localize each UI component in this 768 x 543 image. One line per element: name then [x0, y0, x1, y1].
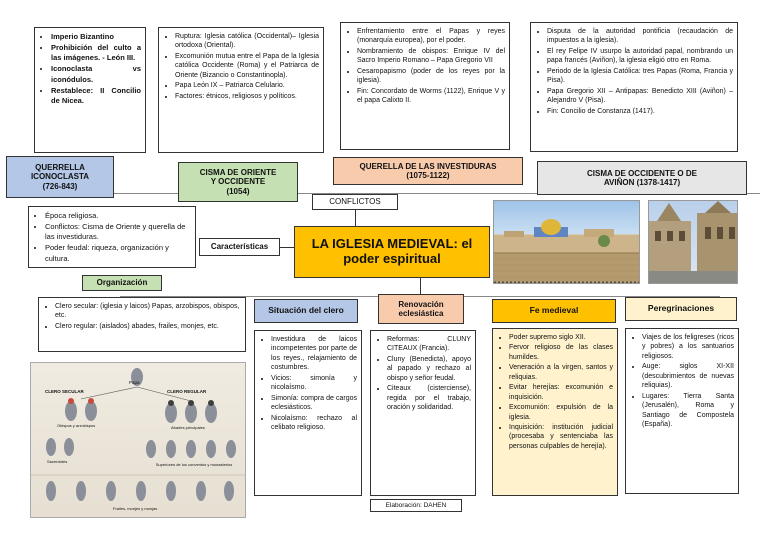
header-line: Renovación	[398, 300, 443, 309]
header-line: AVIÑON (1378-1417)	[604, 178, 680, 187]
header-line: Y OCCIDENTE	[211, 177, 266, 186]
header-line: CISMA DE OCCIDENTE O DE	[587, 169, 697, 178]
list-item: Fin: Concilio de Constanza (1417).	[547, 107, 733, 116]
header-cisma-avinon: CISMA DE OCCIDENTE O DE AVIÑON (1378-141…	[537, 161, 747, 195]
header-line: eclesiástica	[399, 309, 444, 318]
list-item: Disputa de la autoridad pontificia (reca…	[547, 27, 733, 46]
list-item: Nicolaísmo: rechazo al celibato religios…	[271, 414, 357, 433]
list-item: Lugares: Tierra Santa (Jerusalén), Roma …	[642, 392, 734, 430]
header-cisma-oriente: CISMA DE ORIENTE Y OCCIDENTE (1054)	[178, 162, 298, 202]
peregrinaciones-label: Peregrinaciones	[625, 297, 737, 321]
list-item: Época religiosa.	[45, 211, 191, 221]
cathedral-photo	[648, 200, 738, 284]
list-item: El rey Felipe IV usurpo la autoridad pap…	[547, 47, 733, 66]
list-item: Evitar herejías: excomunión e inquisició…	[509, 383, 613, 402]
header-querella-iconoclasta: QUERRELLA ICONOCLASTA (726-843)	[6, 156, 114, 198]
list-item: Ruptura: Iglesia católica (Occidental)– …	[175, 32, 319, 51]
list-item: Imperio Bizantino	[51, 32, 141, 42]
header-line: (1054)	[226, 187, 249, 196]
iconoclasta-details: Imperio Bizantino Prohibición del culto …	[34, 27, 146, 153]
organizacion-label: Organización	[82, 275, 162, 291]
renovacion-label: Renovación eclesiástica	[378, 294, 464, 324]
list-item: Excomunión mutua entre el Papa de la Igl…	[175, 52, 319, 80]
list-item: Conflictos: Cisma de Oriente y querella …	[45, 222, 191, 242]
title-line: poder espiritual	[343, 252, 441, 267]
list-item: Auge: siglos XI-XII (descubrimientos de …	[642, 362, 734, 390]
renovacion-details: Reformas: CLUNY CITEAUX (Francia). Cluny…	[370, 330, 476, 496]
jerusalem-photo	[493, 200, 640, 284]
list-item: Papa Gregorio XII – Antipapas: Benedicto…	[547, 87, 733, 106]
illustration-label-obispos: Obispos y arzobispos	[57, 423, 95, 428]
avinon-details: Disputa de la autoridad pontificia (reca…	[530, 22, 738, 152]
conflictos-label: CONFLICTOS	[312, 194, 398, 210]
list-item: Prohibición del culto a las imágenes. - …	[51, 43, 141, 63]
list-item: Reformas: CLUNY CITEAUX (Francia).	[387, 335, 471, 354]
list-item: Clero secular: (iglesia y laicos) Papas,…	[55, 302, 241, 321]
list-item: Fervor religioso de las clases humildes.	[509, 343, 613, 362]
page-title: LA IGLESIA MEDIEVAL: el poder espiritual	[294, 226, 490, 278]
header-line: QUERRELLA	[35, 163, 85, 172]
list-item: Clero regular: (aislados) abades, fraile…	[55, 322, 241, 331]
list-item: Fin: Concordato de Worms (1122), Enrique…	[357, 87, 505, 106]
header-line: ICONOCLASTA	[31, 172, 89, 181]
list-item: Factores: étnicos, religiosos y político…	[175, 92, 319, 101]
list-item: Inquisición: institución judicial (proce…	[509, 423, 613, 451]
list-item: Enfrentamiento entre el Papas y reyes (m…	[357, 27, 505, 46]
illustration-label-papa: Papa	[129, 380, 140, 385]
header-line: (726-843)	[43, 182, 78, 191]
illustration-label-abades: Abades principales	[171, 425, 205, 430]
illustration-label-superiores: Superiores de los conventos y monasterio…	[149, 462, 239, 467]
list-item: Poder feudal: riqueza, organización y cu…	[45, 243, 191, 263]
clergy-hierarchy-illustration: Papa CLERO SECULAR CLERO REGULAR Obispos…	[30, 362, 246, 518]
list-item: Nombramiento de obispos: Enrique IV del …	[357, 47, 505, 66]
peregrinaciones-details: Viajes de los feligreses (ricos y pobres…	[625, 328, 739, 494]
footer-credit: Elaboración: DAHEN	[370, 499, 462, 512]
illustration-label-clero-regular: CLERO REGULAR	[167, 389, 206, 394]
header-querella-investiduras: QUERELLA DE LAS INVESTIDURAS (1075-1122)	[333, 157, 523, 185]
list-item: Restablece: II Concilio de Nicea.	[51, 86, 141, 106]
header-line: (1075-1122)	[406, 171, 449, 180]
situacion-clero-label: Situación del clero	[254, 299, 358, 323]
caracteristicas-details: Época religiosa. Conflictos: Cisma de Or…	[28, 206, 196, 268]
situacion-clero-details: Investidura de laicos incompetentes por …	[254, 330, 362, 496]
list-item: Periodo de la Iglesia Católica: tres Pap…	[547, 67, 733, 86]
title-line: LA IGLESIA MEDIEVAL: el	[312, 237, 473, 252]
header-line: QUERELLA DE LAS INVESTIDURAS	[359, 162, 496, 171]
list-item: Excomunión: expulsión de la iglesia.	[509, 403, 613, 422]
illustration-label-frailes: Frailes, monjes y monjas	[113, 506, 157, 511]
list-item: Citeaux (cisterciense), regida por el tr…	[387, 384, 471, 412]
illustration-label-sacerdotes: Sacerdotes	[47, 459, 67, 464]
list-item: Simonía: compra de cargos eclesiásticos.	[271, 394, 357, 413]
investiduras-details: Enfrentamiento entre el Papas y reyes (m…	[340, 22, 510, 150]
illustration-label-clero-secular: CLERO SECULAR	[45, 389, 84, 394]
list-item: Cluny (Benedicta), apoyo al papado y rec…	[387, 355, 471, 383]
list-item: Veneración a la virgen, santos y reliqui…	[509, 363, 613, 382]
header-line: CISMA DE ORIENTE	[200, 168, 277, 177]
fe-medieval-label: Fe medieval	[492, 299, 616, 323]
list-item: Cesaropapismo (poder de los reyes por la…	[357, 67, 505, 86]
organizacion-details: Clero secular: (iglesia y laicos) Papas,…	[38, 297, 246, 352]
list-item: Papa León IX – Patriarca Celulario.	[175, 81, 319, 90]
list-item: Investidura de laicos incompetentes por …	[271, 335, 357, 373]
list-item: Poder supremo siglo XII.	[509, 333, 613, 342]
caracteristicas-label: Características	[199, 238, 280, 256]
connector	[420, 276, 421, 296]
fe-medieval-details: Poder supremo siglo XII. Fervor religios…	[492, 328, 618, 496]
list-item: Vicios: simonía y nicolaísmo.	[271, 374, 357, 393]
list-item: Viajes de los feligreses (ricos y pobres…	[642, 333, 734, 361]
cisma-oriente-details: Ruptura: Iglesia católica (Occidental)– …	[158, 27, 324, 153]
list-item: Iconoclasta vs iconódulos.	[51, 64, 141, 84]
